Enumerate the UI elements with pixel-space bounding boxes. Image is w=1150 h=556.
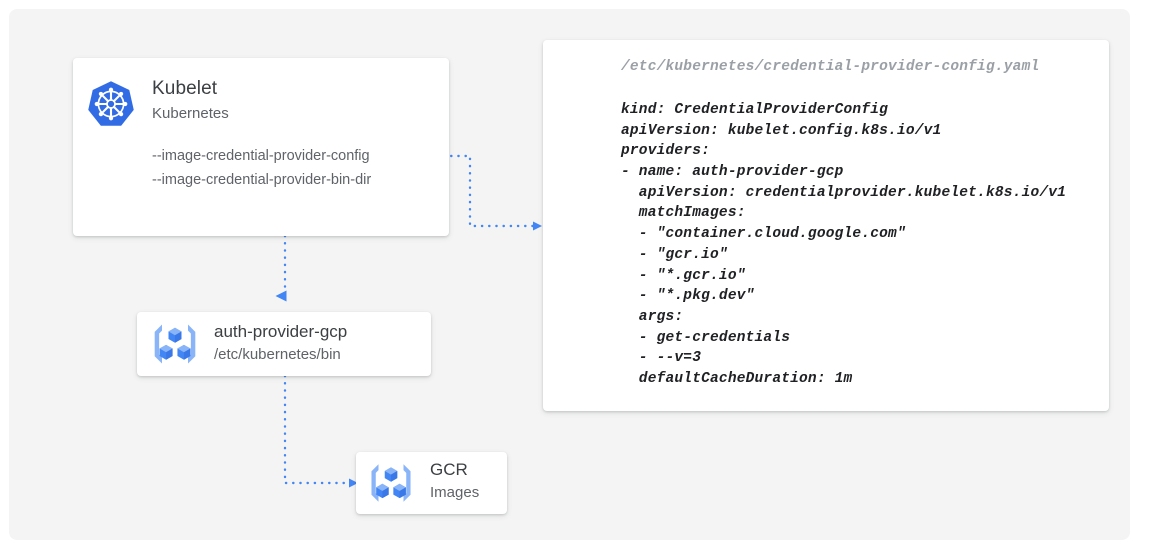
container-registry-icon <box>371 464 411 502</box>
config-yaml-line: - "*.pkg.dev" <box>621 288 755 305</box>
gcr-card[interactable]: GCR Images <box>356 452 507 514</box>
auth-provider-subtitle: /etc/kubernetes/bin <box>214 346 341 363</box>
config-yaml-line: - name: auth-provider-gcp <box>621 164 844 181</box>
kubelet-subtitle: Kubernetes <box>152 105 229 122</box>
kubelet-flag-config: --image-credential-provider-config <box>152 148 370 164</box>
config-yaml-line: kind: CredentialProviderConfig <box>621 102 889 118</box>
auth-provider-title: auth-provider-gcp <box>214 322 348 341</box>
container-registry-icon <box>154 324 196 364</box>
config-yaml-line: args: <box>621 308 684 325</box>
config-yaml-line: - --v=3 <box>621 350 702 367</box>
auth-provider-gcp-card[interactable]: auth-provider-gcp /etc/kubernetes/bin <box>137 312 431 376</box>
config-file-path: /etc/kubernetes/credential-provider-conf… <box>621 59 1040 75</box>
kubelet-flag-bin-dir: --image-credential-provider-bin-dir <box>152 172 372 188</box>
config-yaml-line: matchImages: <box>621 205 746 222</box>
config-yaml-line: - "*.gcr.io" <box>621 267 746 284</box>
config-yaml-body: kind: CredentialProviderConfig apiVersion… <box>621 100 1066 390</box>
config-yaml-line: providers: <box>621 143 711 160</box>
kubernetes-logo-icon <box>88 81 134 126</box>
config-yaml-line: - "gcr.io" <box>621 246 728 263</box>
config-yaml-line: apiVersion: credentialprovider.kubelet.k… <box>621 184 1067 201</box>
kubelet-card[interactable]: Kubelet Kubernetes --image-credential-pr… <box>73 58 449 236</box>
credential-provider-config-card[interactable]: /etc/kubernetes/credential-provider-conf… <box>543 40 1109 411</box>
config-yaml-line: - "container.cloud.google.com" <box>621 226 906 243</box>
config-yaml-line: apiVersion: kubelet.config.k8s.io/v1 <box>621 122 942 139</box>
config-yaml-line: defaultCacheDuration: 1m <box>621 370 853 387</box>
gcr-subtitle: Images <box>430 484 480 501</box>
gcr-title: GCR <box>430 460 468 479</box>
config-yaml-line: - get-credentials <box>621 329 791 346</box>
kubelet-title: Kubelet <box>152 78 218 99</box>
